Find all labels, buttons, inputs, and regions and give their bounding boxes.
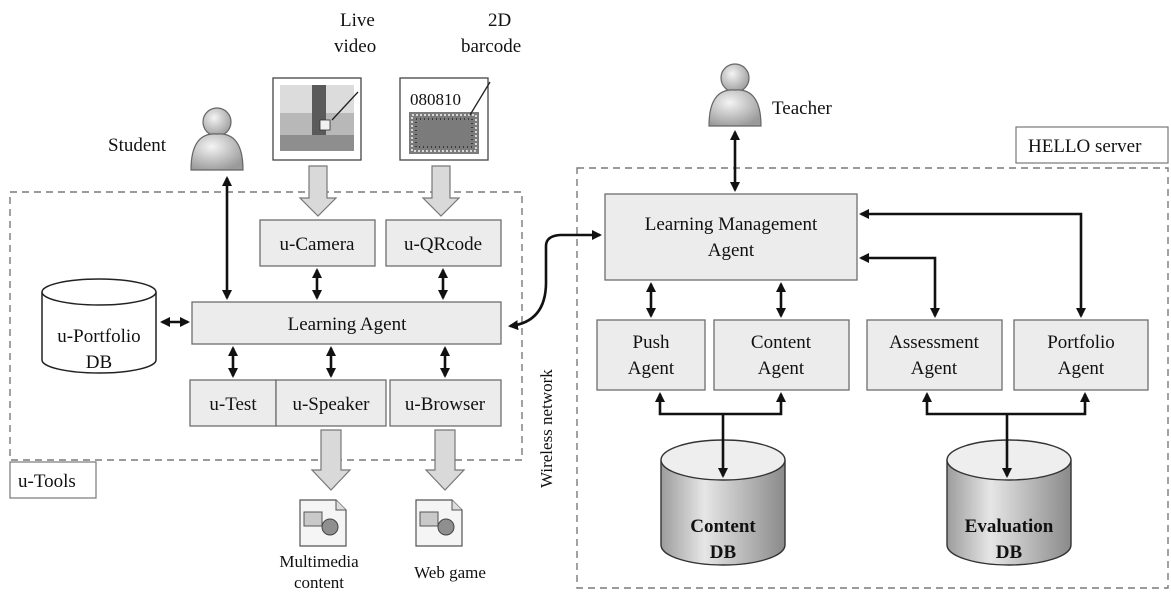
u-camera-box xyxy=(259,219,376,267)
web-game-label: Web game xyxy=(414,563,486,582)
u-test-label: u-Test xyxy=(209,394,257,415)
learning-management-agent-box xyxy=(604,193,858,281)
u-browser-label: u-Browser xyxy=(405,394,486,415)
speaker-to-multimedia-arrow xyxy=(310,429,352,491)
u-portfolio-db-label-1: u-Portfolio xyxy=(57,326,140,347)
lma-label-1: Learning Management xyxy=(645,214,818,235)
hello-server-label-box xyxy=(1015,126,1169,164)
teacher-label: Teacher xyxy=(772,98,833,119)
web-game-file-icon xyxy=(415,499,463,547)
push-agent-box xyxy=(596,319,706,391)
learning-agent-box xyxy=(191,301,502,345)
barcode-number: 080810 xyxy=(410,90,461,109)
content-db-label-2: DB xyxy=(710,542,737,563)
u-speaker-box xyxy=(275,379,387,427)
content-db-label-1: Content xyxy=(690,516,756,537)
barcode-label-1: 2D xyxy=(488,10,511,31)
u-test-box xyxy=(189,379,277,427)
u-speaker-label: u-Speaker xyxy=(292,394,370,415)
teacher-icon xyxy=(708,63,762,127)
portfolio-agent-label-2: Agent xyxy=(1058,358,1105,379)
learning-agent-label: Learning Agent xyxy=(288,314,407,335)
barcode-label-2: barcode xyxy=(461,36,521,57)
assessment-agent-box xyxy=(866,319,1003,391)
live-video-label-2: video xyxy=(334,36,376,57)
browser-to-webgame-arrow xyxy=(424,429,466,491)
student-label: Student xyxy=(108,135,167,156)
push-content-db-link xyxy=(655,392,786,416)
evaluation-db-label-1: Evaluation xyxy=(965,516,1054,537)
u-browser-box xyxy=(389,379,502,427)
lma-label-2: Agent xyxy=(708,240,755,261)
u-qrcode-box xyxy=(385,219,502,267)
multimedia-file-icon xyxy=(299,499,347,547)
multimedia-label-2: content xyxy=(294,573,344,592)
u-portfolio-db-label-2: DB xyxy=(86,352,112,373)
u-portfolio-db xyxy=(41,278,157,374)
hello-server-group xyxy=(576,167,1169,589)
video-to-camera-arrow xyxy=(298,165,338,217)
student-icon xyxy=(190,107,244,171)
live-video-image xyxy=(272,77,362,161)
wireless-network-label: Wireless network xyxy=(537,369,556,488)
push-agent-label-2: Agent xyxy=(628,358,675,379)
barcode-image: 080810 xyxy=(399,77,491,161)
content-agent-label-2: Agent xyxy=(758,358,805,379)
assessment-agent-label-2: Agent xyxy=(911,358,958,379)
assessment-agent-label-1: Assessment xyxy=(889,332,979,353)
u-tools-label: u-Tools xyxy=(18,471,76,492)
content-agent-label-1: Content xyxy=(751,332,812,353)
lma-portfolio-arrow xyxy=(859,209,1086,318)
portfolio-agent-label-1: Portfolio xyxy=(1047,332,1115,353)
u-camera-label: u-Camera xyxy=(280,234,355,255)
u-qrcode-label: u-QRcode xyxy=(404,234,482,255)
evaluation-db xyxy=(946,439,1072,566)
u-tools-group xyxy=(9,191,523,461)
content-agent-box xyxy=(713,319,850,391)
barcode-to-qrcode-arrow xyxy=(421,165,461,217)
lma-assessment-arrow xyxy=(859,253,940,318)
portfolio-agent-box xyxy=(1013,319,1149,391)
evaluation-db-label-2: DB xyxy=(996,542,1023,563)
hello-server-label: HELLO server xyxy=(1028,136,1142,157)
wireless-link-arrow xyxy=(508,230,602,331)
assessment-portfolio-db-link xyxy=(922,392,1090,416)
push-agent-label-1: Push xyxy=(633,332,670,353)
live-video-label-1: Live xyxy=(340,10,375,31)
multimedia-label-1: Multimedia xyxy=(279,552,359,571)
u-tools-label-box xyxy=(9,461,97,499)
